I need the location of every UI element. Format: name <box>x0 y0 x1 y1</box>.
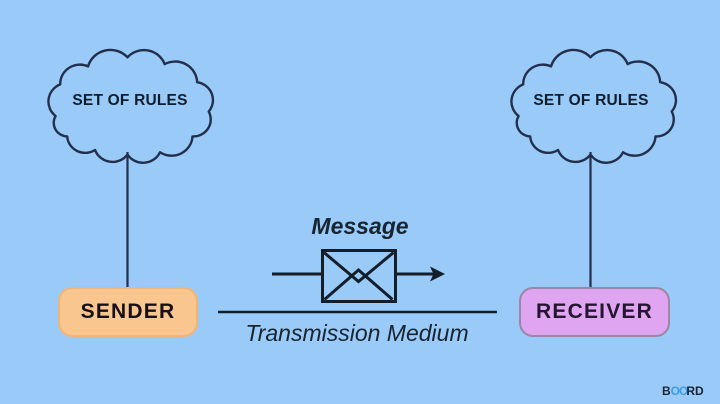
transmission-medium-label: Transmission Medium <box>245 320 469 346</box>
sender-cloud-icon <box>48 50 213 163</box>
sender-box-label: SENDER <box>80 300 176 323</box>
receiver-cloud-icon <box>511 50 676 163</box>
envelope-icon <box>321 249 397 303</box>
receiver-cloud-label: SET OF RULES <box>533 92 649 109</box>
sender-cloud-label: SET OF RULES <box>72 92 188 109</box>
brand-logo-rings-icon: OO <box>670 384 689 398</box>
message-arrow-icon <box>272 266 445 282</box>
sender-box: SENDER <box>58 287 198 337</box>
receiver-box: RECEIVER <box>519 287 670 337</box>
message-label: Message <box>311 213 409 239</box>
brand-logo-part-b: B <box>662 384 671 398</box>
brand-logo: BOORD <box>662 384 714 399</box>
brand-logo-part-rd: RD <box>686 384 704 398</box>
receiver-box-label: RECEIVER <box>536 300 653 323</box>
